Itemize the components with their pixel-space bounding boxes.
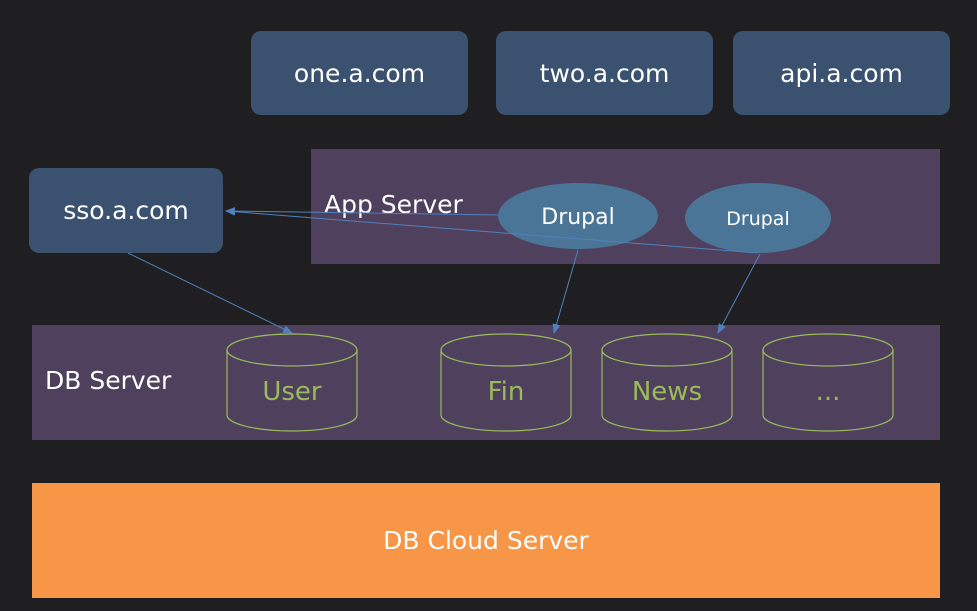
sso-box: sso.a.com	[29, 168, 223, 253]
arrow-drupal2-to-news-db	[717, 253, 761, 334]
domain-one-label: one.a.com	[293, 58, 426, 88]
domain-api-box: api.a.com	[733, 31, 950, 115]
app-server-label: App Server	[324, 190, 463, 219]
db-cloud-server-label: DB Cloud Server	[383, 526, 589, 555]
domain-one-box: one.a.com	[251, 31, 468, 115]
domain-two-label: two.a.com	[539, 58, 670, 88]
sso-label: sso.a.com	[63, 196, 189, 225]
arrow-sso-to-user-db	[127, 252, 293, 334]
db-server-label: DB Server	[45, 366, 172, 395]
domain-api-label: api.a.com	[780, 58, 903, 88]
db-cloud-server-box: DB Cloud Server	[32, 483, 940, 598]
domain-two-box: two.a.com	[496, 31, 713, 115]
